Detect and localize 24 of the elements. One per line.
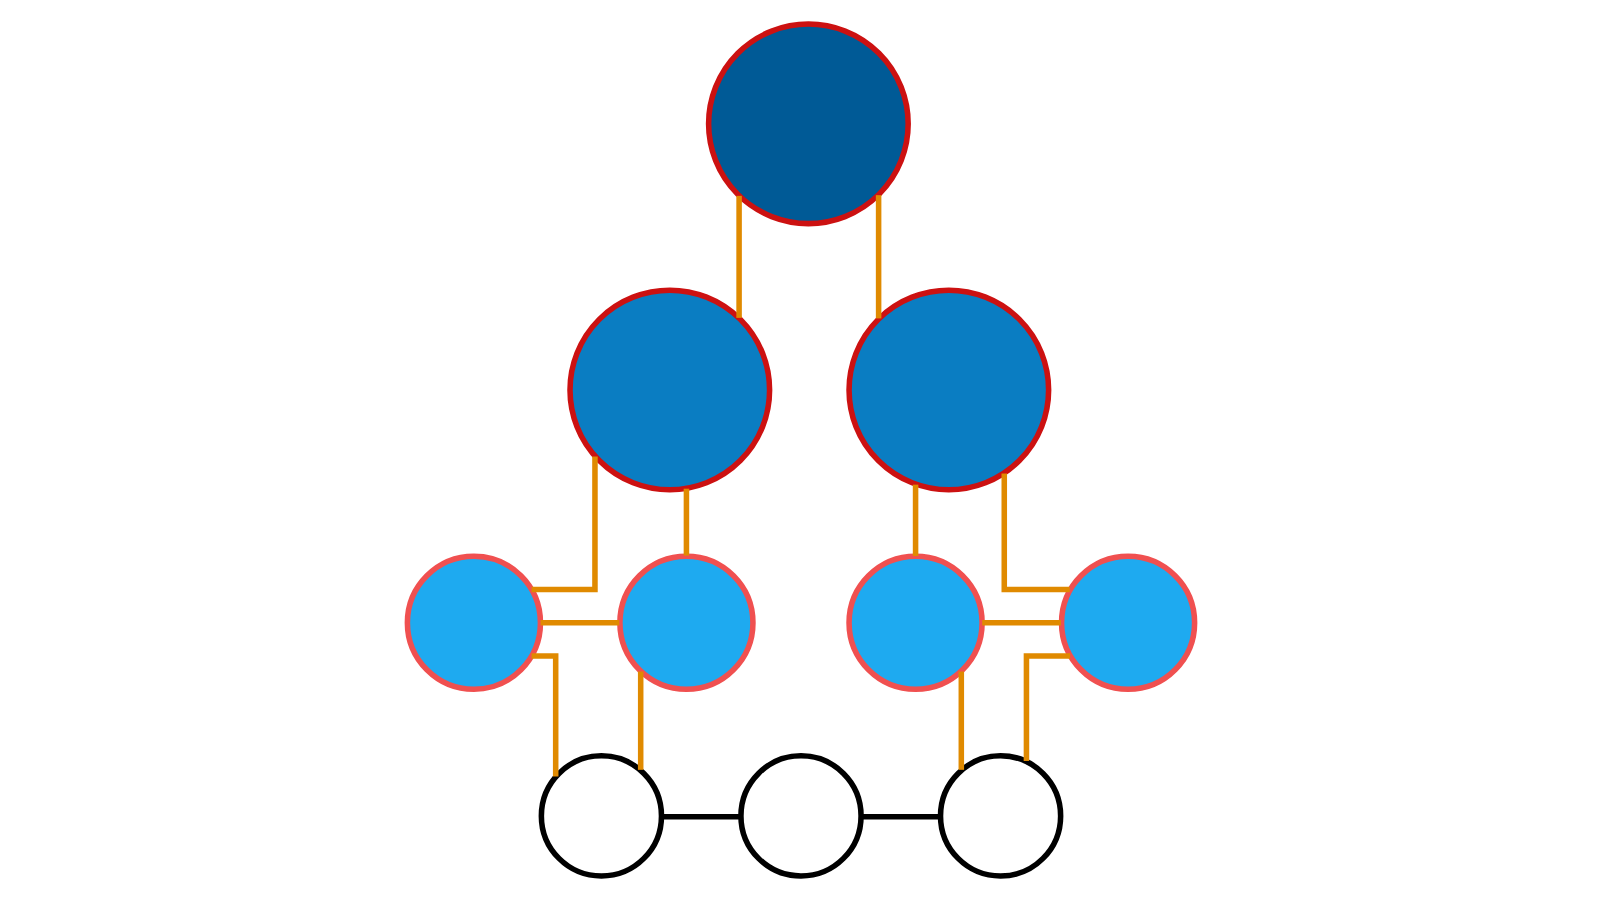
connector: [1022, 653, 1070, 761]
node-person: [737, 753, 863, 879]
connector: [530, 653, 558, 777]
connector: [636, 671, 643, 770]
connector: [957, 671, 964, 770]
connector: [1000, 473, 1069, 593]
connector: [911, 484, 918, 556]
connector: [874, 195, 881, 319]
connector: [530, 456, 597, 593]
node-person: [616, 553, 755, 693]
node-person: [566, 287, 772, 493]
node-person: [936, 753, 1063, 879]
connector: [660, 814, 740, 820]
node-person: [845, 553, 984, 693]
node-person: [1057, 553, 1197, 693]
connector: [735, 195, 741, 318]
connector: [981, 620, 1060, 626]
connector: [539, 620, 619, 626]
node-person: [537, 753, 664, 879]
connector: [682, 488, 689, 556]
node-person: [403, 553, 543, 693]
node-person: [704, 21, 910, 227]
node-person: [845, 287, 1051, 493]
connector: [860, 814, 940, 820]
